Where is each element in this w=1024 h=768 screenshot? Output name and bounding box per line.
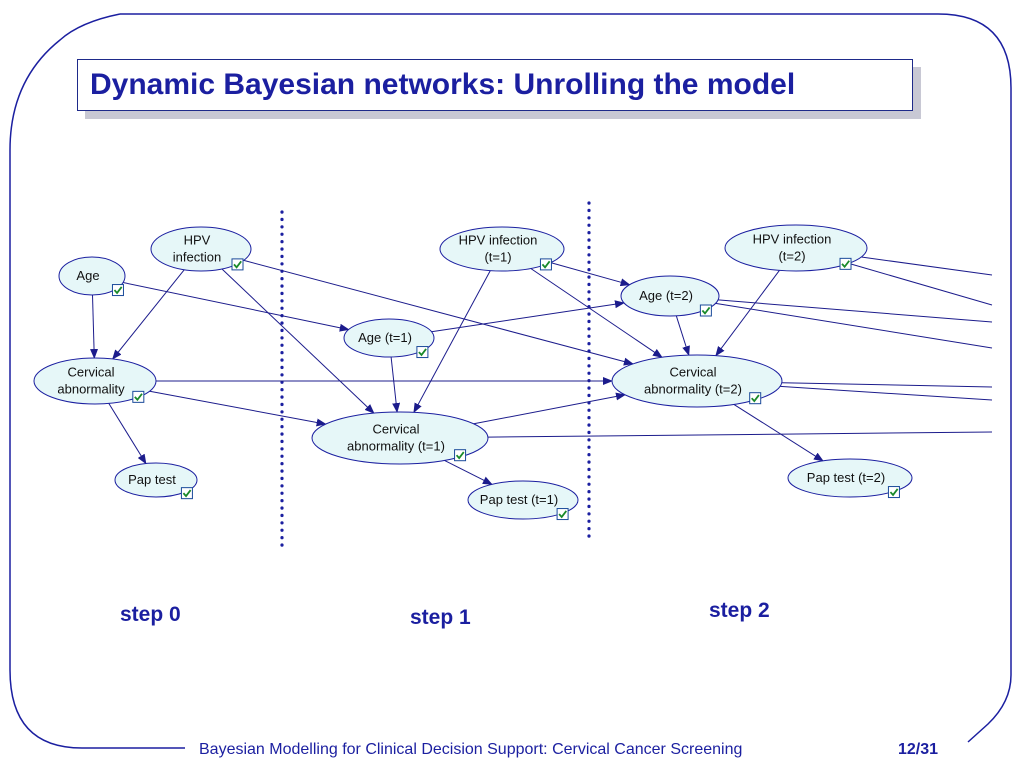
node-age2-label-0: Age (t=2) <box>639 288 693 303</box>
node-hpv2-label-1: (t=2) <box>778 249 805 264</box>
node-hpv2-ellipse <box>724 224 868 272</box>
edge-cerv1-to-cerv2 <box>473 392 626 425</box>
edge-age1-to-cerv1 <box>390 356 401 413</box>
edge-hpv1-to-cerv1 <box>413 270 491 414</box>
slide-title: Dynamic Bayesian networks: Unrolling the… <box>90 68 796 101</box>
node-pap1-ellipse <box>467 480 579 520</box>
node-hpv0-label-1: infection <box>173 250 221 265</box>
node-cerv2-label-0: Cervical <box>670 365 717 380</box>
node-cerv0-label-0: Cervical <box>68 365 115 380</box>
step-2-label: step 2 <box>709 599 770 622</box>
node-hpv0-label-0: HPV <box>184 233 211 248</box>
checkbox-checked-icon[interactable] <box>556 508 569 521</box>
edge-hpv0-to-cerv0 <box>112 269 185 360</box>
step-1-label: step 1 <box>410 606 471 629</box>
node-cerv0-ellipse <box>33 357 157 405</box>
node-hpv1-ellipse <box>439 226 565 272</box>
node-hpv1[interactable]: HPV infection (t=1) <box>439 226 565 272</box>
node-cerv2-ellipse <box>611 354 783 408</box>
edge-hpv1-to-cerv2 <box>530 268 663 358</box>
checkbox-checked-icon[interactable] <box>180 487 193 500</box>
node-pap0[interactable]: Pap test <box>114 462 198 500</box>
checkbox-checked-icon[interactable] <box>839 257 852 270</box>
node-hpv2-label-0: HPV infection <box>753 232 832 247</box>
edge-age2-to-next-slice-3 <box>715 302 993 349</box>
node-cerv2[interactable]: Cervical abnormality (t=2) <box>611 354 783 408</box>
node-pap0-ellipse <box>114 462 198 498</box>
edge-cerv1-to-next-slice-6 <box>487 431 993 438</box>
node-pap0-label-0: Pap test <box>128 472 176 487</box>
step-0-label: step 0 <box>120 603 181 626</box>
node-hpv0[interactable]: HPV infection <box>150 226 252 272</box>
title-box: Dynamic Bayesian networks: Unrolling the… <box>77 59 913 111</box>
node-cerv1-label-0: Cervical <box>373 422 420 437</box>
checkbox-checked-icon[interactable] <box>887 486 900 499</box>
node-age1-ellipse <box>343 318 435 358</box>
node-cerv0[interactable]: Cervical abnormality <box>33 357 157 405</box>
node-age1-label-0: Age (t=1) <box>358 330 412 345</box>
node-cerv2-label-1: abnormality (t=2) <box>644 382 742 397</box>
checkbox-checked-icon[interactable] <box>749 392 762 405</box>
node-hpv1-label-1: (t=1) <box>484 250 511 265</box>
node-cerv0-label-1: abnormality <box>57 382 125 397</box>
edge-cerv0-to-pap0 <box>108 403 147 465</box>
node-age0[interactable]: Age <box>58 256 126 297</box>
node-hpv0-ellipse <box>150 226 252 272</box>
edge-age0-to-age1 <box>122 282 350 332</box>
node-cerv1[interactable]: Cervical abnormality (t=1) <box>311 411 489 465</box>
edge-cerv1-to-pap1 <box>444 459 493 485</box>
page-number: 12/31 <box>898 741 939 758</box>
node-pap1[interactable]: Pap test (t=1) <box>467 480 579 521</box>
node-age0-ellipse <box>58 256 126 296</box>
node-cerv1-ellipse <box>311 411 489 465</box>
node-age2[interactable]: Age (t=2) <box>620 275 720 317</box>
checkbox-checked-icon[interactable] <box>416 346 429 359</box>
edge-cerv2-to-next-slice-4 <box>781 382 993 388</box>
node-cerv1-label-1: abnormality (t=1) <box>347 439 445 454</box>
footer-title: Bayesian Modelling for Clinical Decision… <box>199 741 743 758</box>
edge-hpv1-to-age2 <box>550 262 631 287</box>
edge-age2-to-cerv2 <box>675 315 690 357</box>
edge-age0-to-cerv0 <box>90 294 99 359</box>
checkbox-checked-icon[interactable] <box>454 449 467 462</box>
edge-cerv2-to-next-slice-5 <box>780 385 993 401</box>
checkbox-checked-icon[interactable] <box>699 304 712 317</box>
node-pap1-label-0: Pap test (t=1) <box>480 492 558 507</box>
node-age2-ellipse <box>620 275 720 317</box>
checkbox-checked-icon[interactable] <box>111 284 124 297</box>
node-hpv1-label-0: HPV infection <box>459 233 538 248</box>
edge-hpv0-to-cerv2 <box>243 259 634 366</box>
node-age1[interactable]: Age (t=1) <box>343 318 435 359</box>
edge-age1-to-age2 <box>431 300 625 333</box>
checkbox-checked-icon[interactable] <box>231 258 244 271</box>
node-age0-label-0: Age <box>76 268 99 283</box>
edge-hpv2-to-next-slice-0 <box>861 256 993 276</box>
checkbox-checked-icon[interactable] <box>132 390 145 403</box>
node-pap2[interactable]: Pap test (t=2) <box>787 458 913 499</box>
checkbox-checked-icon[interactable] <box>539 258 552 271</box>
edge-hpv2-to-cerv2 <box>715 270 780 357</box>
edge-hpv2-to-next-slice-1 <box>848 262 993 306</box>
edge-cerv2-to-pap2 <box>733 403 824 462</box>
edge-cerv0-to-cerv1 <box>149 390 327 427</box>
node-hpv2[interactable]: HPV infection (t=2) <box>724 224 868 272</box>
node-pap2-label-0: Pap test (t=2) <box>807 470 885 485</box>
edge-hpv0-to-cerv1 <box>221 268 375 414</box>
node-pap2-ellipse <box>787 458 913 498</box>
edge-age2-to-next-slice-2 <box>718 299 993 323</box>
